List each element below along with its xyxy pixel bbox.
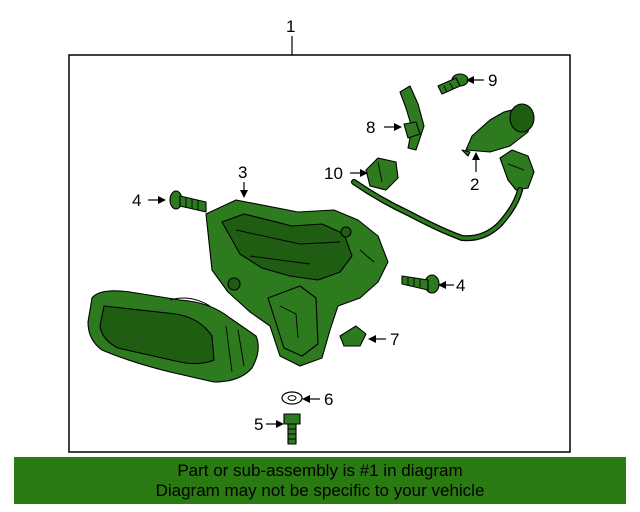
svg-text:8: 8 xyxy=(366,118,375,137)
connector-10 xyxy=(365,157,399,191)
bolt-5 xyxy=(283,413,301,445)
callout-10: 10 xyxy=(324,164,368,183)
bulb-socket xyxy=(499,149,535,191)
screw-4-right xyxy=(401,274,440,294)
callout-4-left: 4 xyxy=(132,191,166,210)
svg-text:3: 3 xyxy=(238,163,247,182)
svg-text:4: 4 xyxy=(132,191,141,210)
washer-6 xyxy=(281,391,303,405)
svg-text:1: 1 xyxy=(286,17,295,36)
svg-text:5: 5 xyxy=(254,415,263,434)
svg-text:2: 2 xyxy=(470,175,479,194)
bolt-9 xyxy=(437,73,469,95)
callout-1: 1 xyxy=(286,17,295,55)
clip-7 xyxy=(339,325,367,347)
callout-4-right: 4 xyxy=(438,276,465,295)
svg-text:9: 9 xyxy=(488,71,497,90)
wire-harness xyxy=(351,179,523,242)
footer-line-2: Diagram may not be specific to your vehi… xyxy=(155,481,485,500)
bulb-2 xyxy=(461,103,535,157)
callout-6: 6 xyxy=(302,390,333,409)
svg-text:10: 10 xyxy=(324,164,343,183)
callout-3: 3 xyxy=(238,163,248,198)
fog-lamp-lens xyxy=(87,290,259,383)
callout-2: 2 xyxy=(470,152,480,194)
svg-text:7: 7 xyxy=(390,330,399,349)
callout-8: 8 xyxy=(366,118,402,137)
footer-banner: Part or sub-assembly is #1 in diagram Di… xyxy=(14,457,626,504)
footer-line-1: Part or sub-assembly is #1 in diagram xyxy=(177,461,463,480)
svg-text:4: 4 xyxy=(456,276,465,295)
svg-text:6: 6 xyxy=(324,390,333,409)
callout-5: 5 xyxy=(254,415,284,434)
callout-9: 9 xyxy=(466,71,497,90)
screw-4-left xyxy=(169,190,207,213)
diagram-frame xyxy=(68,54,571,453)
lamp-bracket xyxy=(205,199,389,367)
bracket-8 xyxy=(399,85,425,151)
callout-7: 7 xyxy=(368,330,399,349)
